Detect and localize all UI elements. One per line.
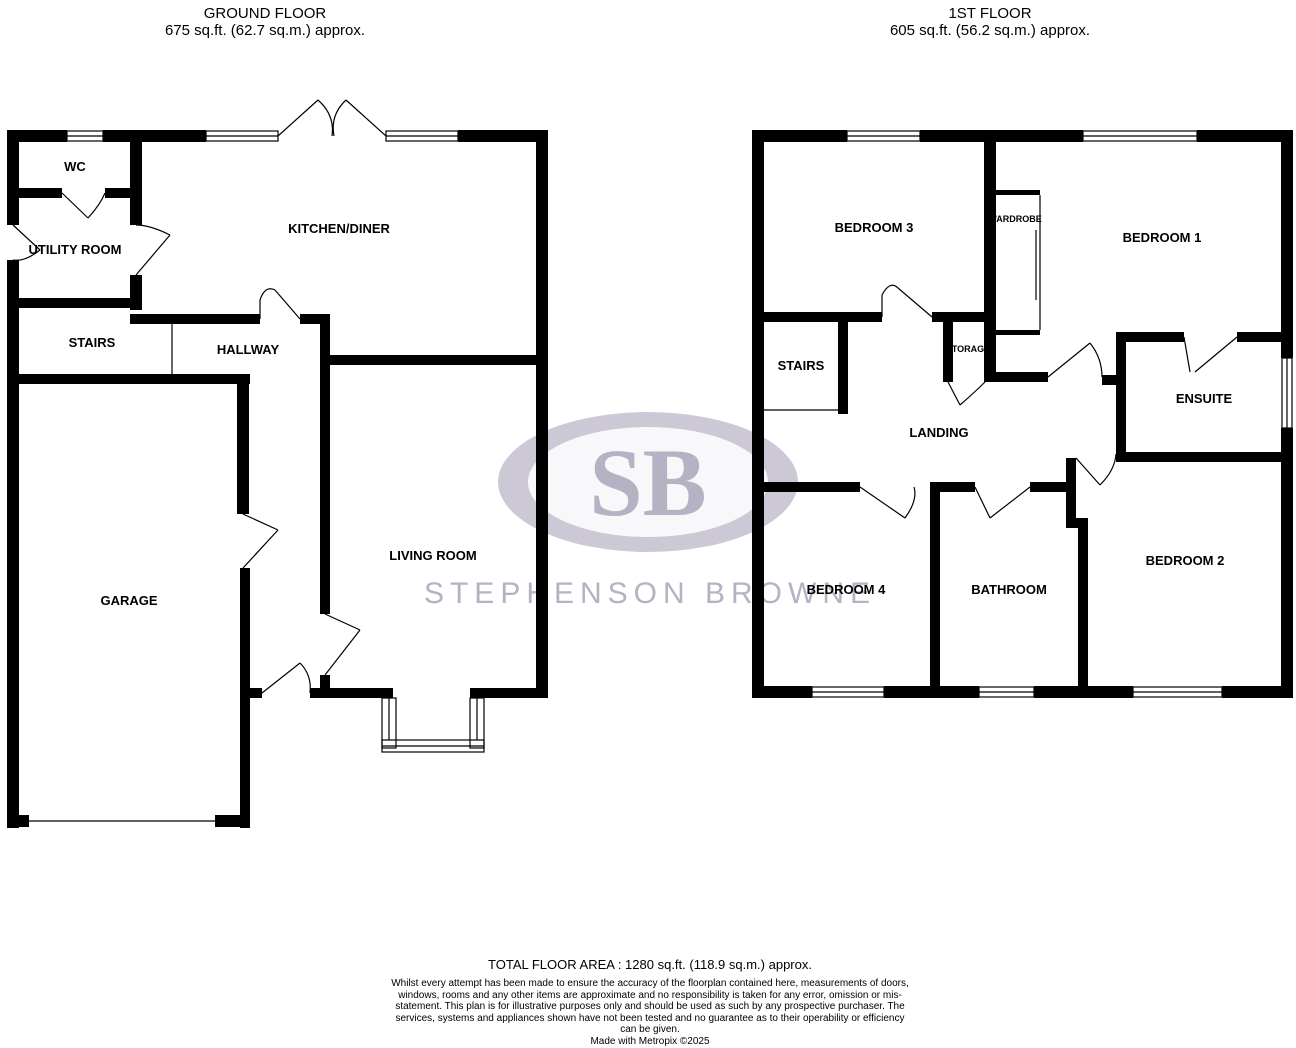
room-wardrobe: WARDROBE	[988, 214, 1042, 224]
room-bathroom: BATHROOM	[971, 582, 1047, 597]
room-bedroom-2: BEDROOM 2	[1146, 553, 1225, 568]
room-living: LIVING ROOM	[389, 548, 476, 563]
first-floor-walls	[752, 130, 1293, 698]
ground-floor-area: 675 sq.ft. (62.7 sq.m.) approx.	[164, 22, 366, 39]
ground-floor-openings	[12, 99, 485, 822]
room-ensuite: ENSUITE	[1176, 391, 1233, 406]
room-garage: GARAGE	[100, 593, 157, 608]
ground-floor-walls	[7, 130, 548, 828]
room-bedroom-4: BEDROOM 4	[807, 582, 887, 597]
first-floor-header: 1ST FLOOR 605 sq.ft. (56.2 sq.m.) approx…	[830, 5, 1150, 39]
watermark-text: STEPHENSON BROWNE	[424, 577, 876, 610]
watermark-logo-letters: SB	[589, 429, 706, 536]
room-hallway: HALLWAY	[217, 342, 280, 357]
first-floor-area: 605 sq.ft. (56.2 sq.m.) approx.	[889, 22, 1091, 39]
room-stairs-ground: STAIRS	[69, 335, 116, 350]
room-stairs-first: STAIRS	[778, 358, 825, 373]
room-wc: WC	[64, 159, 86, 174]
made-with-credit: Made with Metropix ©2025	[590, 1035, 710, 1047]
ground-floor-header: GROUND FLOOR 675 sq.ft. (62.7 sq.m.) app…	[100, 5, 430, 39]
room-bedroom-1: BEDROOM 1	[1123, 230, 1202, 245]
watermark-logo: SB	[498, 412, 798, 552]
room-bedroom-3: BEDROOM 3	[835, 220, 914, 235]
first-floor-openings	[764, 130, 1293, 698]
room-storage: STORAGE	[946, 344, 990, 354]
total-floor-area: TOTAL FLOOR AREA : 1280 sq.ft. (118.9 sq…	[488, 957, 812, 972]
footer: TOTAL FLOOR AREA : 1280 sq.ft. (118.9 sq…	[380, 957, 920, 1048]
ground-floor-title: GROUND FLOOR	[203, 5, 327, 22]
room-kitchen-diner: KITCHEN/DINER	[288, 221, 390, 236]
first-floor-title: 1ST FLOOR	[948, 5, 1032, 22]
room-landing: LANDING	[909, 425, 968, 440]
disclaimer-text: Whilst every attempt has been made to en…	[391, 978, 909, 1035]
room-utility: UTILITY ROOM	[29, 242, 122, 257]
